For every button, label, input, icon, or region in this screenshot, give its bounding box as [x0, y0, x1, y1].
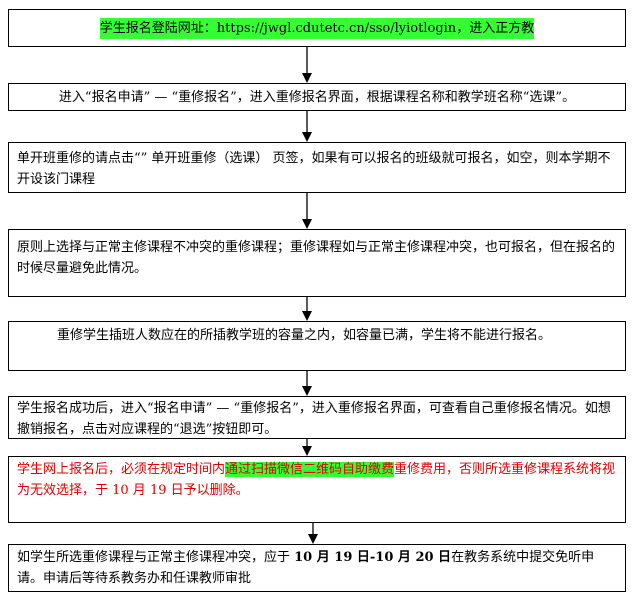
step-8-part1: 如学生所选重修课程与正常主修课程冲突，应于 — [17, 550, 295, 565]
arrow-down-icon — [301, 371, 313, 396]
step-1-suffix: ，进入正方教 — [456, 20, 535, 36]
step-4-box: 原则上选择与正常主修课程不冲突的重修课程；重修课程如与正常主修课程冲突，也可报名… — [8, 229, 626, 297]
arrow-down-icon — [301, 111, 313, 142]
arrow-down-icon — [301, 439, 313, 456]
step-1-prefix: 学生报名登陆网址： — [99, 20, 217, 36]
step-4-text: 原则上选择与正常主修课程不冲突的重修课程；重修课程如与正常主修课程冲突，也可报名… — [17, 240, 616, 276]
wechat-pay-highlight: 通过扫描微信二维码自助缴费 — [225, 462, 395, 477]
arrow-down-icon — [301, 47, 313, 83]
step-8-box: 如学生所选重修课程与正常主修课程冲突，应于 10 月 19 日-10 月 20 … — [8, 544, 626, 592]
step-6-text: 学生报名成功后，进入“报名申请” — “重修报名”，进入重修报名界面，可查看自己… — [17, 401, 611, 437]
step-1-box: 学生报名登陆网址：https://jwgl.cdutetc.cn/sso/lyi… — [8, 9, 626, 47]
arrow-down-icon — [307, 523, 319, 544]
arrow-down-icon — [301, 297, 313, 321]
step-6-box: 学生报名成功后，进入“报名申请” — “重修报名”，进入重修报名界面，可查看自己… — [8, 396, 626, 439]
step-5-text: 重修学生插班人数应在的所插教学班的容量之内，如容量已满，学生将不能进行报名。 — [57, 328, 552, 343]
arrow-down-icon — [301, 193, 313, 229]
step-3-box: 单开班重修的请点击“” 单开班重修（选课） 页签，如果有可以报名的班级就可报名，… — [8, 142, 626, 193]
step-3-text: 单开班重修的请点击“” 单开班重修（选课） 页签，如果有可以报名的班级就可报名，… — [17, 151, 611, 187]
step-7-part2: 重修费用，否则所选重修课程系统将视为无效选择，于 10 月 19 日予以删除。 — [17, 462, 616, 498]
step-1-text: 学生报名登陆网址：https://jwgl.cdutetc.cn/sso/lyi… — [99, 17, 535, 39]
step-5-box: 重修学生插班人数应在的所插教学班的容量之内，如容量已满，学生将不能进行报名。 — [8, 321, 626, 371]
step-7-part1: 学生网上报名后，必须在规定时间内 — [17, 462, 226, 477]
step-2-box: 进入“报名申请” — “重修报名”，进入重修报名界面，根据课程名称和教学班名称“… — [8, 83, 626, 111]
step-2-text: 进入“报名申请” — “重修报名”，进入重修报名界面，根据课程名称和教学班名称“… — [58, 89, 576, 105]
waiver-date-range: 10 月 19 日-10 月 20 日 — [294, 550, 452, 565]
step-7-box: 学生网上报名后，必须在规定时间内通过扫描微信二维码自助缴费重修费用，否则所选重修… — [8, 456, 626, 523]
step-8-part2: 在教务系统中提交免听申请。申请后等待系教务办和任课教师审批 — [17, 550, 595, 586]
login-url: https://jwgl.cdutetc.cn/sso/lyiotlogin — [216, 20, 457, 36]
